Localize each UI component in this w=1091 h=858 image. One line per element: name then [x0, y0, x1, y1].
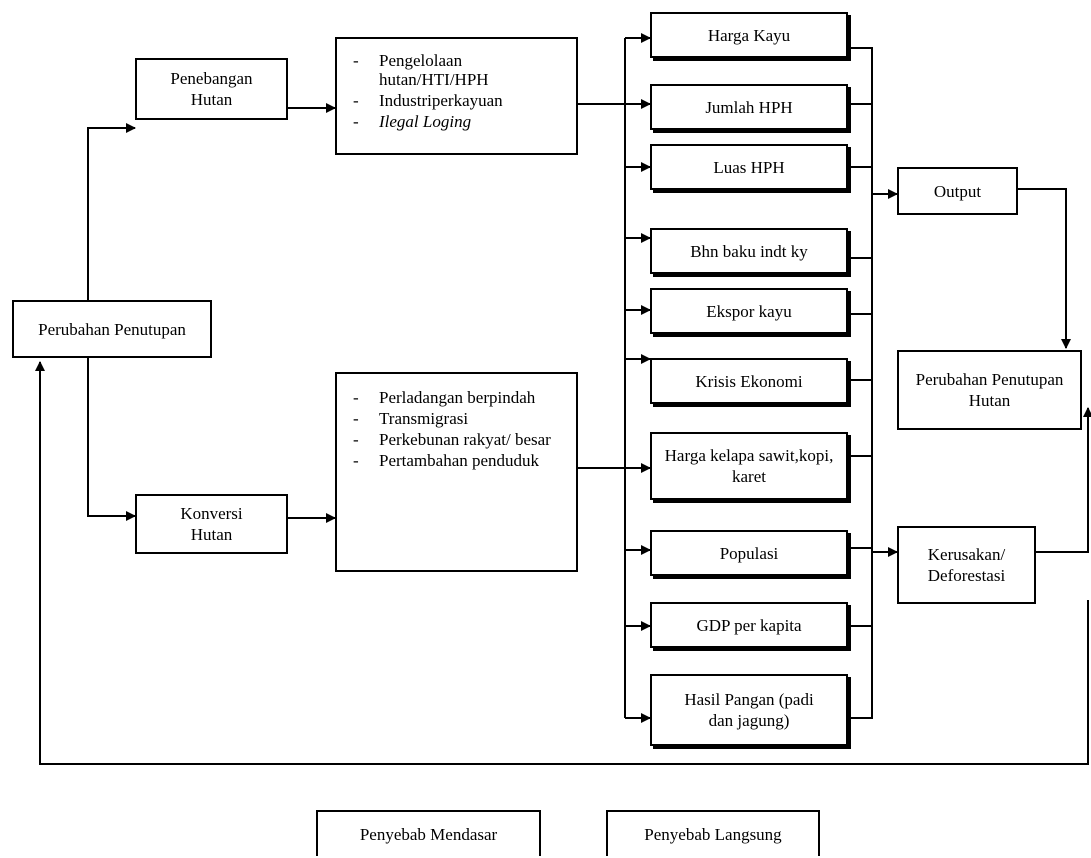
factor-label: Jumlah HPH: [705, 97, 793, 117]
cause-text: Transmigrasi: [379, 409, 469, 428]
factor-label: Luas HPH: [713, 157, 785, 177]
node-perubahan-penutupan-label: Perubahan Penutupan: [38, 319, 186, 339]
factor-harga-kelapa: Harga kelapa sawit,kopi, karet: [650, 432, 848, 500]
cause-item: -Industriperkayuan: [353, 91, 503, 110]
legend-penyebab-langsung: Penyebab Langsung: [606, 810, 820, 856]
factor-label: Krisis Ekonomi: [695, 371, 803, 391]
factor-bus-right: [848, 47, 873, 719]
edge-perubahan-to-konversi: [87, 358, 136, 521]
cause-item: -Transmigrasi: [353, 409, 469, 428]
cause-text: Perkebunan rakyat/ besar: [379, 430, 551, 449]
factor-label: Harga Kayu: [707, 25, 791, 45]
factor-ekspor-kayu: Ekspor kayu: [650, 288, 848, 334]
cause-item: -Pertambahan penduduk: [353, 451, 540, 470]
cause-item: -Perladangan berpindah: [353, 388, 536, 407]
edge-feedback-loop: [35, 361, 1089, 765]
factor-populasi: Populasi: [650, 530, 848, 576]
node-konversi-causes: -Perladangan berpindah -Transmigrasi -Pe…: [335, 372, 578, 572]
cause-item: -Perkebunan rakyat/ besar: [353, 430, 551, 449]
edge-perubahan-to-penebangan: [87, 123, 136, 300]
cause-text: Ilegal Loging: [379, 112, 472, 131]
factor-label: Harga kelapa sawit,kopi, karet: [664, 446, 834, 486]
cause-text: Pertambahan penduduk: [379, 451, 540, 470]
legend-mendasar-label: Penyebab Mendasar: [359, 824, 498, 844]
factor-gdp-per-kapita: GDP per kapita: [650, 602, 848, 648]
factor-harga-kayu: Harga Kayu: [650, 12, 848, 58]
factor-krisis-ekonomi: Krisis Ekonomi: [650, 358, 848, 404]
edge-output-to-perubahan-hutan: [1018, 188, 1071, 349]
node-kerusakan-deforestasi: Kerusakan/ Deforestasi: [897, 526, 1036, 604]
factor-jumlah-hph: Jumlah HPH: [650, 84, 848, 130]
cause-item: -Ilegal Loging: [353, 112, 472, 131]
cause-text: Industriperkayuan: [379, 91, 503, 110]
factor-label: Hasil Pangan (padi dan jagung): [684, 690, 814, 730]
factor-hasil-pangan: Hasil Pangan (padi dan jagung): [650, 674, 848, 746]
factor-label: Ekspor kayu: [706, 301, 792, 321]
edge-kerusakan-to-perubahan-hutan: [1036, 407, 1091, 553]
node-penebangan-hutan: Penebangan Hutan: [135, 58, 288, 120]
node-perubahan-penutupan-hutan-box: Perubahan Penutupan Hutan: [897, 350, 1082, 430]
factor-label: Bhn baku indt ky: [690, 241, 808, 261]
node-konversi-hutan-label: Konversi Hutan: [180, 504, 243, 544]
node-perubahan-penutupan: Perubahan Penutupan: [12, 300, 212, 358]
factor-bhn-baku: Bhn baku indt ky: [650, 228, 848, 274]
node-output-label: Output: [933, 181, 982, 201]
node-penebangan-causes: -Pengelolaan hutan/HTI/HPH -Industriperk…: [335, 37, 578, 155]
node-kerusakan-label: Kerusakan/ Deforestasi: [927, 545, 1006, 585]
cause-text: Perladangan berpindah: [379, 388, 536, 407]
factor-label: GDP per kapita: [696, 615, 802, 635]
factor-label: Populasi: [719, 543, 779, 563]
cause-text: Pengelolaan hutan/HTI/HPH: [379, 51, 489, 89]
factor-luas-hph: Luas HPH: [650, 144, 848, 190]
cause-item: -Pengelolaan hutan/HTI/HPH: [353, 51, 489, 89]
node-penebangan-hutan-label: Penebangan Hutan: [170, 69, 253, 109]
node-perubahan-penutupan-hutan-label: Perubahan Penutupan Hutan: [915, 370, 1064, 410]
legend-langsung-label: Penyebab Langsung: [644, 824, 782, 844]
node-output: Output: [897, 167, 1018, 215]
legend-penyebab-mendasar: Penyebab Mendasar: [316, 810, 541, 856]
node-konversi-hutan: Konversi Hutan: [135, 494, 288, 554]
